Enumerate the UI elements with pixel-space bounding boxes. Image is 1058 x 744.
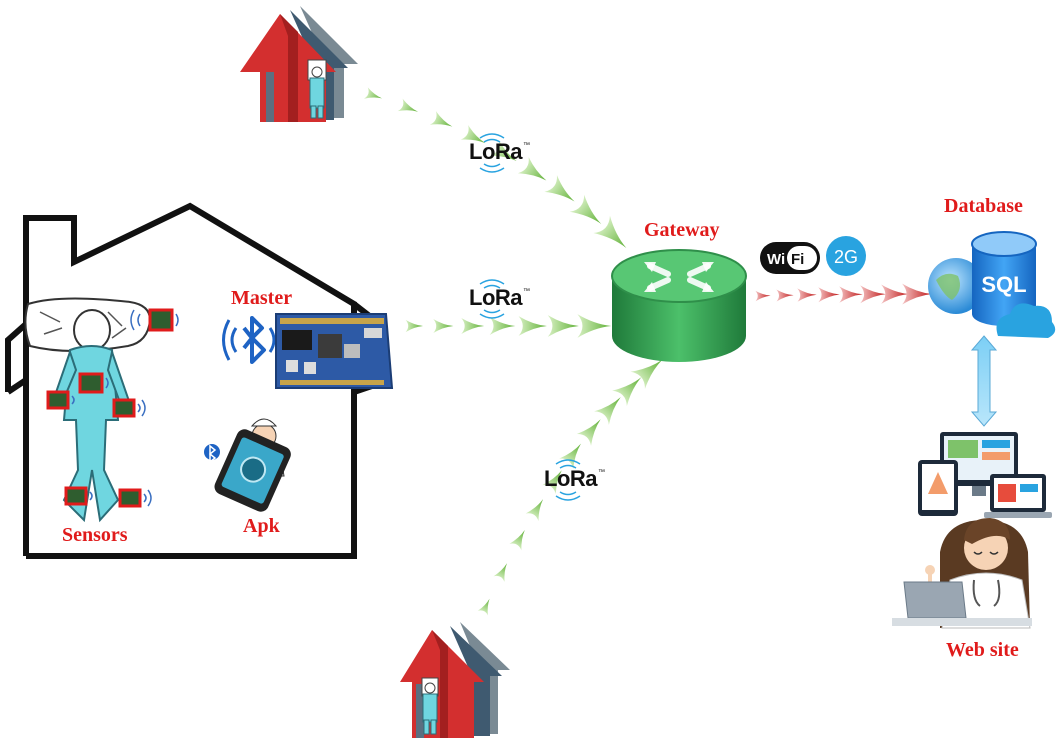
lora-tm: ™ xyxy=(523,142,530,149)
lora-arrow-top-house-to-gateway xyxy=(364,87,627,249)
arrow-chevron xyxy=(559,443,581,469)
arrow-chevron xyxy=(477,598,490,616)
wifi-text-wi: Wi xyxy=(767,251,785,268)
phone-icon xyxy=(214,429,291,512)
cellular-2g-icon: 2G xyxy=(826,236,866,276)
arrow-chevron xyxy=(489,140,517,161)
lora-text: LoRa xyxy=(544,466,598,491)
cloud-icon xyxy=(996,303,1056,338)
lora-logo-bottom: LoRa™ xyxy=(544,466,605,492)
arrow-chevron xyxy=(460,125,486,144)
router-icon xyxy=(611,249,747,362)
arrow-chevron xyxy=(902,283,932,305)
gateway-label: Gateway xyxy=(644,219,720,241)
arrow-chevron xyxy=(569,194,602,224)
lora-tm: ™ xyxy=(523,288,530,295)
lora-logo-middle: LoRa™ xyxy=(469,285,530,311)
arrow-chevron xyxy=(594,397,621,425)
sensor-icon xyxy=(46,390,75,410)
arrow-chevron xyxy=(429,111,453,127)
sensor-icon xyxy=(112,398,146,418)
lora-text: LoRa xyxy=(469,285,523,310)
arrow-chevron xyxy=(612,377,642,406)
lora-arrow-bottom-house-to-gateway xyxy=(477,359,663,616)
doctor-icon xyxy=(892,518,1032,629)
arrow-chevron xyxy=(881,284,909,304)
arrow-chevron xyxy=(542,470,562,494)
lora-arrow-master-to-gateway xyxy=(405,314,612,338)
sensor-icon xyxy=(118,488,152,508)
arrow-chevron xyxy=(755,290,771,302)
wifi-arrow-gateway-to-database xyxy=(755,283,932,305)
sensors-label: Sensors xyxy=(62,524,128,546)
database-label: Database xyxy=(944,195,1023,217)
sensor-icon xyxy=(64,486,93,506)
arrow-chevron xyxy=(797,288,817,302)
patient-icon xyxy=(307,59,327,119)
wifi-icon: Wi Fi xyxy=(760,242,820,274)
master-label: Master xyxy=(231,287,293,309)
arrow-chevron xyxy=(547,315,579,337)
lora-waves-icon xyxy=(479,133,581,501)
sensor-icon xyxy=(130,308,179,332)
arrow-chevron xyxy=(776,289,794,302)
arrow-chevron xyxy=(509,530,525,551)
cellular-2g-text: 2G xyxy=(834,247,858,267)
arrow-chevron xyxy=(433,318,454,334)
bluetooth-icon xyxy=(204,444,220,464)
house-icon xyxy=(400,622,510,738)
bluetooth-icon xyxy=(222,316,276,364)
wifi-text-fi: Fi xyxy=(791,251,804,268)
devices-icon xyxy=(918,432,1052,518)
patient-icon xyxy=(24,297,152,523)
lora-logo-top: LoRa™ xyxy=(469,139,530,165)
circuit-board-icon xyxy=(275,313,394,389)
sql-text: SQL xyxy=(981,272,1026,297)
apk-label: Apk xyxy=(243,515,280,537)
arrow-chevron xyxy=(839,286,863,303)
lora-tm: ™ xyxy=(598,469,605,476)
sensor-icon xyxy=(78,372,109,394)
arrow-chevron xyxy=(517,157,547,181)
arrow-chevron xyxy=(544,175,575,202)
arrow-chevron xyxy=(489,317,516,335)
arrow-chevron xyxy=(364,87,383,99)
arrow-chevron xyxy=(518,316,547,336)
patient-icon xyxy=(421,677,439,735)
arrow-chevron xyxy=(593,215,627,249)
website-label: Web site xyxy=(946,639,1019,661)
globe-icon xyxy=(928,258,984,314)
arrow-chevron xyxy=(577,314,612,338)
house-icon xyxy=(240,6,358,122)
arrow-chevron xyxy=(493,563,507,582)
arrow-chevron xyxy=(525,499,544,522)
double-arrow-db-website xyxy=(970,335,998,427)
arrow-chevron xyxy=(461,318,485,334)
lora-text: LoRa xyxy=(469,139,523,164)
arrow-chevron xyxy=(405,319,423,333)
arrow-chevron xyxy=(818,287,840,303)
arrow-chevron xyxy=(860,285,886,304)
arrow-chevron xyxy=(397,98,419,112)
arrow-chevron xyxy=(576,419,601,446)
arrow-chevron xyxy=(630,359,663,390)
